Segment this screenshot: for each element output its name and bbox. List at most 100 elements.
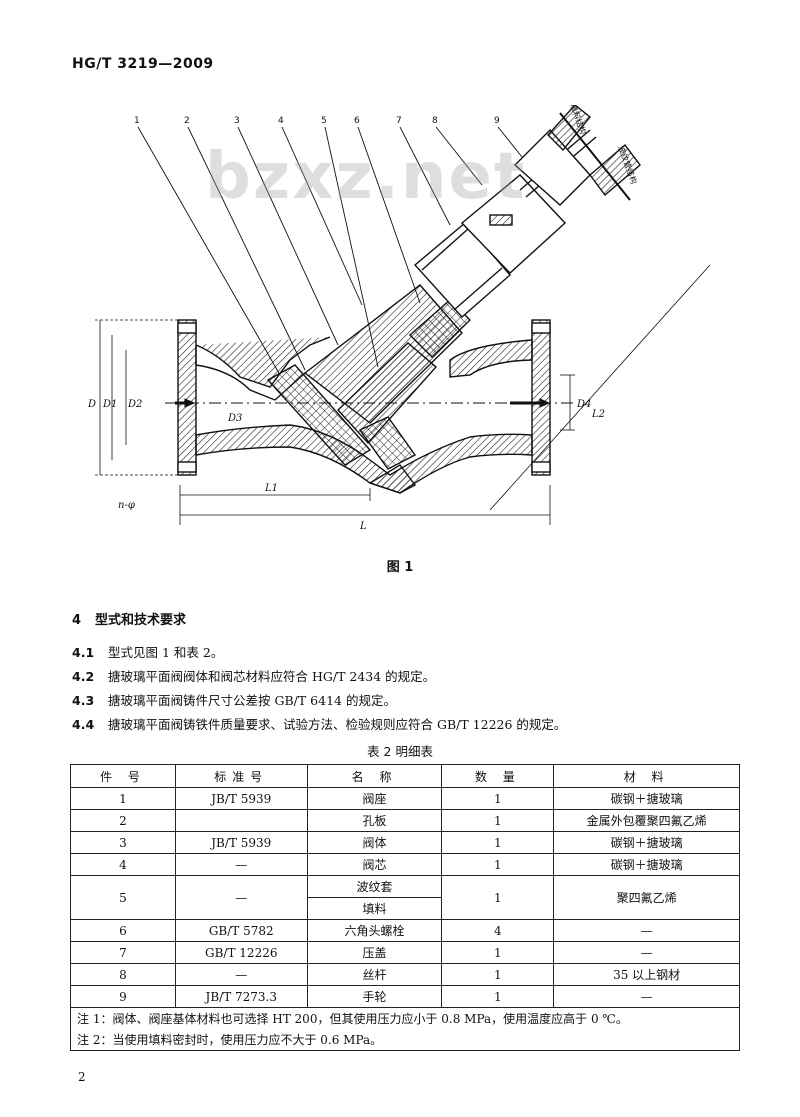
cell-quantity: 1 <box>441 787 555 810</box>
table-row: 9 JB/T 7273.3 手轮 1 — <box>70 985 740 1008</box>
cell-standard: — <box>174 875 308 920</box>
callout-3: 3 <box>234 116 240 126</box>
valve-seat <box>266 364 372 466</box>
cell-quantity: 1 <box>441 963 555 986</box>
cell-material: 35 以上钢材 <box>553 963 740 986</box>
callout-6: 6 <box>354 116 360 126</box>
dim-D4: D4 <box>576 399 591 410</box>
watermark: bzxz.net <box>205 140 527 214</box>
page-number: 2 <box>78 1070 86 1084</box>
dim-D: D <box>87 399 96 410</box>
cell-quantity: 1 <box>441 985 555 1008</box>
upper-right-wall <box>449 339 533 378</box>
header-standard: 标准号 <box>174 764 308 788</box>
clause-number: 4.4 <box>72 717 95 732</box>
dim-D1: D1 <box>102 399 117 410</box>
cell-name: 阀芯 <box>306 853 443 876</box>
header-name: 名 称 <box>306 764 443 788</box>
table-caption: 表 2 明细表 <box>367 744 433 759</box>
clause-number: 4.3 <box>72 693 95 708</box>
table-row: 6 GB/T 5782 六角头螺栓 4 — <box>70 919 740 942</box>
cell-name: 阀体 <box>306 831 443 854</box>
table-row: 1 JB/T 5939 阀座 1 碳钢＋搪玻璃 <box>70 787 740 810</box>
clause-text: 搪玻璃平面阀铸件尺寸公差按 GB/T 6414 的规定。 <box>108 693 396 708</box>
cell-part-no: 3 <box>70 831 176 854</box>
cell-name: 阀座 <box>306 787 443 810</box>
cell-name: 孔板 <box>306 809 443 832</box>
valve-drawing: 1 2 3 4 5 6 7 8 9 D D1 D2 D3 D4 L1 L L2 … <box>87 105 711 532</box>
right-flange <box>531 319 551 476</box>
cell-part-no: 6 <box>70 919 176 942</box>
table-note-row: 注 2：当使用填料密封时，使用压力应不大于 0.6 MPa。 <box>70 1029 740 1051</box>
cell-standard: — <box>174 963 308 986</box>
table-note-1: 注 1：阀体、阀座基体材料也可选择 HT 200，但其使用压力应小于 0.8 M… <box>70 1007 740 1029</box>
clause-4-3: 4.3 搪玻璃平面阀铸件尺寸公差按 GB/T 6414 的规定。 <box>72 690 396 709</box>
cell-standard: JB/T 7273.3 <box>174 985 308 1008</box>
dim-D3: D3 <box>227 413 242 424</box>
cell-material: — <box>553 941 740 964</box>
dim-D2: D2 <box>127 399 142 410</box>
cell-standard: GB/T 12226 <box>174 941 308 964</box>
cell-name: 六角头螺栓 <box>306 919 443 942</box>
dim-L: L <box>359 521 367 532</box>
table-row: 4 — 阀芯 1 碳钢＋搪玻璃 <box>70 853 740 876</box>
section-number: 4 <box>72 613 82 628</box>
header-part-no: 件 号 <box>70 764 176 788</box>
cell-part-no: 8 <box>70 963 176 986</box>
cell-name: 填料 <box>306 897 443 920</box>
figure-caption: 图 1 <box>386 560 414 575</box>
cell-standard: JB/T 5939 <box>174 831 308 854</box>
callout-2: 2 <box>184 116 190 126</box>
table-row: 5 — 波纹套 1 聚四氟乙烯 <box>70 875 740 920</box>
clause-4-4: 4.4 搪玻璃平面阀铸铁件质量要求、试验方法、检验规则应符合 GB/T 12226… <box>72 714 566 733</box>
cell-quantity: 1 <box>441 809 555 832</box>
cell-standard: GB/T 5782 <box>174 919 308 942</box>
cell-name: 丝杆 <box>306 963 443 986</box>
callout-8: 8 <box>432 116 438 126</box>
cell-material: 碳钢＋搪玻璃 <box>553 853 740 876</box>
table-row: 2 孔板 1 金属外包覆聚四氟乙烯 <box>70 809 740 832</box>
callout-7: 7 <box>396 116 402 126</box>
yoke <box>460 174 566 274</box>
seat-ring <box>358 416 417 470</box>
clause-text: 搪玻璃平面阀阀体和阀芯材料应符合 HG/T 2434 的规定。 <box>108 669 436 684</box>
cell-part-no: 1 <box>70 787 176 810</box>
cell-material: 碳钢＋搪玻璃 <box>553 787 740 810</box>
cell-material: 聚四氟乙烯 <box>553 875 740 920</box>
cell-part-no: 7 <box>70 941 176 964</box>
table-row: 填料 <box>71 897 740 920</box>
callout-5: 5 <box>321 116 327 126</box>
cell-name: 压盖 <box>306 941 443 964</box>
header-quantity: 数 量 <box>441 764 555 788</box>
cell-quantity: 1 <box>441 941 555 964</box>
clause-text: 型式见图 1 和表 2。 <box>108 645 224 660</box>
bonnet-flange <box>413 222 511 318</box>
cell-part-no: 4 <box>70 853 176 876</box>
cell-standard: JB/T 5939 <box>174 787 308 810</box>
header-material: 材 料 <box>553 764 740 788</box>
table-row: 8 — 丝杆 1 35 以上钢材 <box>70 963 740 986</box>
standard-number: HG/T 3219—2009 <box>72 56 214 72</box>
dim-L1: L1 <box>264 483 278 494</box>
cell-name: 手轮 <box>306 985 443 1008</box>
cell-material: 金属外包覆聚四氟乙烯 <box>553 809 740 832</box>
parts-table: 件 号 标准号 名 称 数 量 材 料 1 JB/T 5939 阀座 1 碳钢＋… <box>70 764 740 1051</box>
dim-n-phi: n-φ <box>118 500 135 511</box>
cell-name: 波纹套 <box>306 875 443 898</box>
clause-text: 搪玻璃平面阀铸铁件质量要求、试验方法、检验规则应符合 GB/T 12226 的规… <box>108 717 567 732</box>
cell-material: — <box>553 985 740 1008</box>
callout-9: 9 <box>494 116 500 126</box>
cell-quantity: 4 <box>441 919 555 942</box>
bellows <box>408 299 471 358</box>
cell-standard <box>174 809 308 832</box>
cell-standard: — <box>174 853 308 876</box>
table-note-row: 注 1：阀体、阀座基体材料也可选择 HT 200，但其使用压力应小于 0.8 M… <box>70 1007 740 1029</box>
table-row: 7 GB/T 12226 压盖 1 — <box>70 941 740 964</box>
cell-material: 碳钢＋搪玻璃 <box>553 831 740 854</box>
table-row: 3 JB/T 5939 阀体 1 碳钢＋搪玻璃 <box>70 831 740 854</box>
dim-L2: L2 <box>591 409 605 420</box>
table-note-2: 注 2：当使用填料密封时，使用压力应不大于 0.6 MPa。 <box>70 1029 740 1051</box>
